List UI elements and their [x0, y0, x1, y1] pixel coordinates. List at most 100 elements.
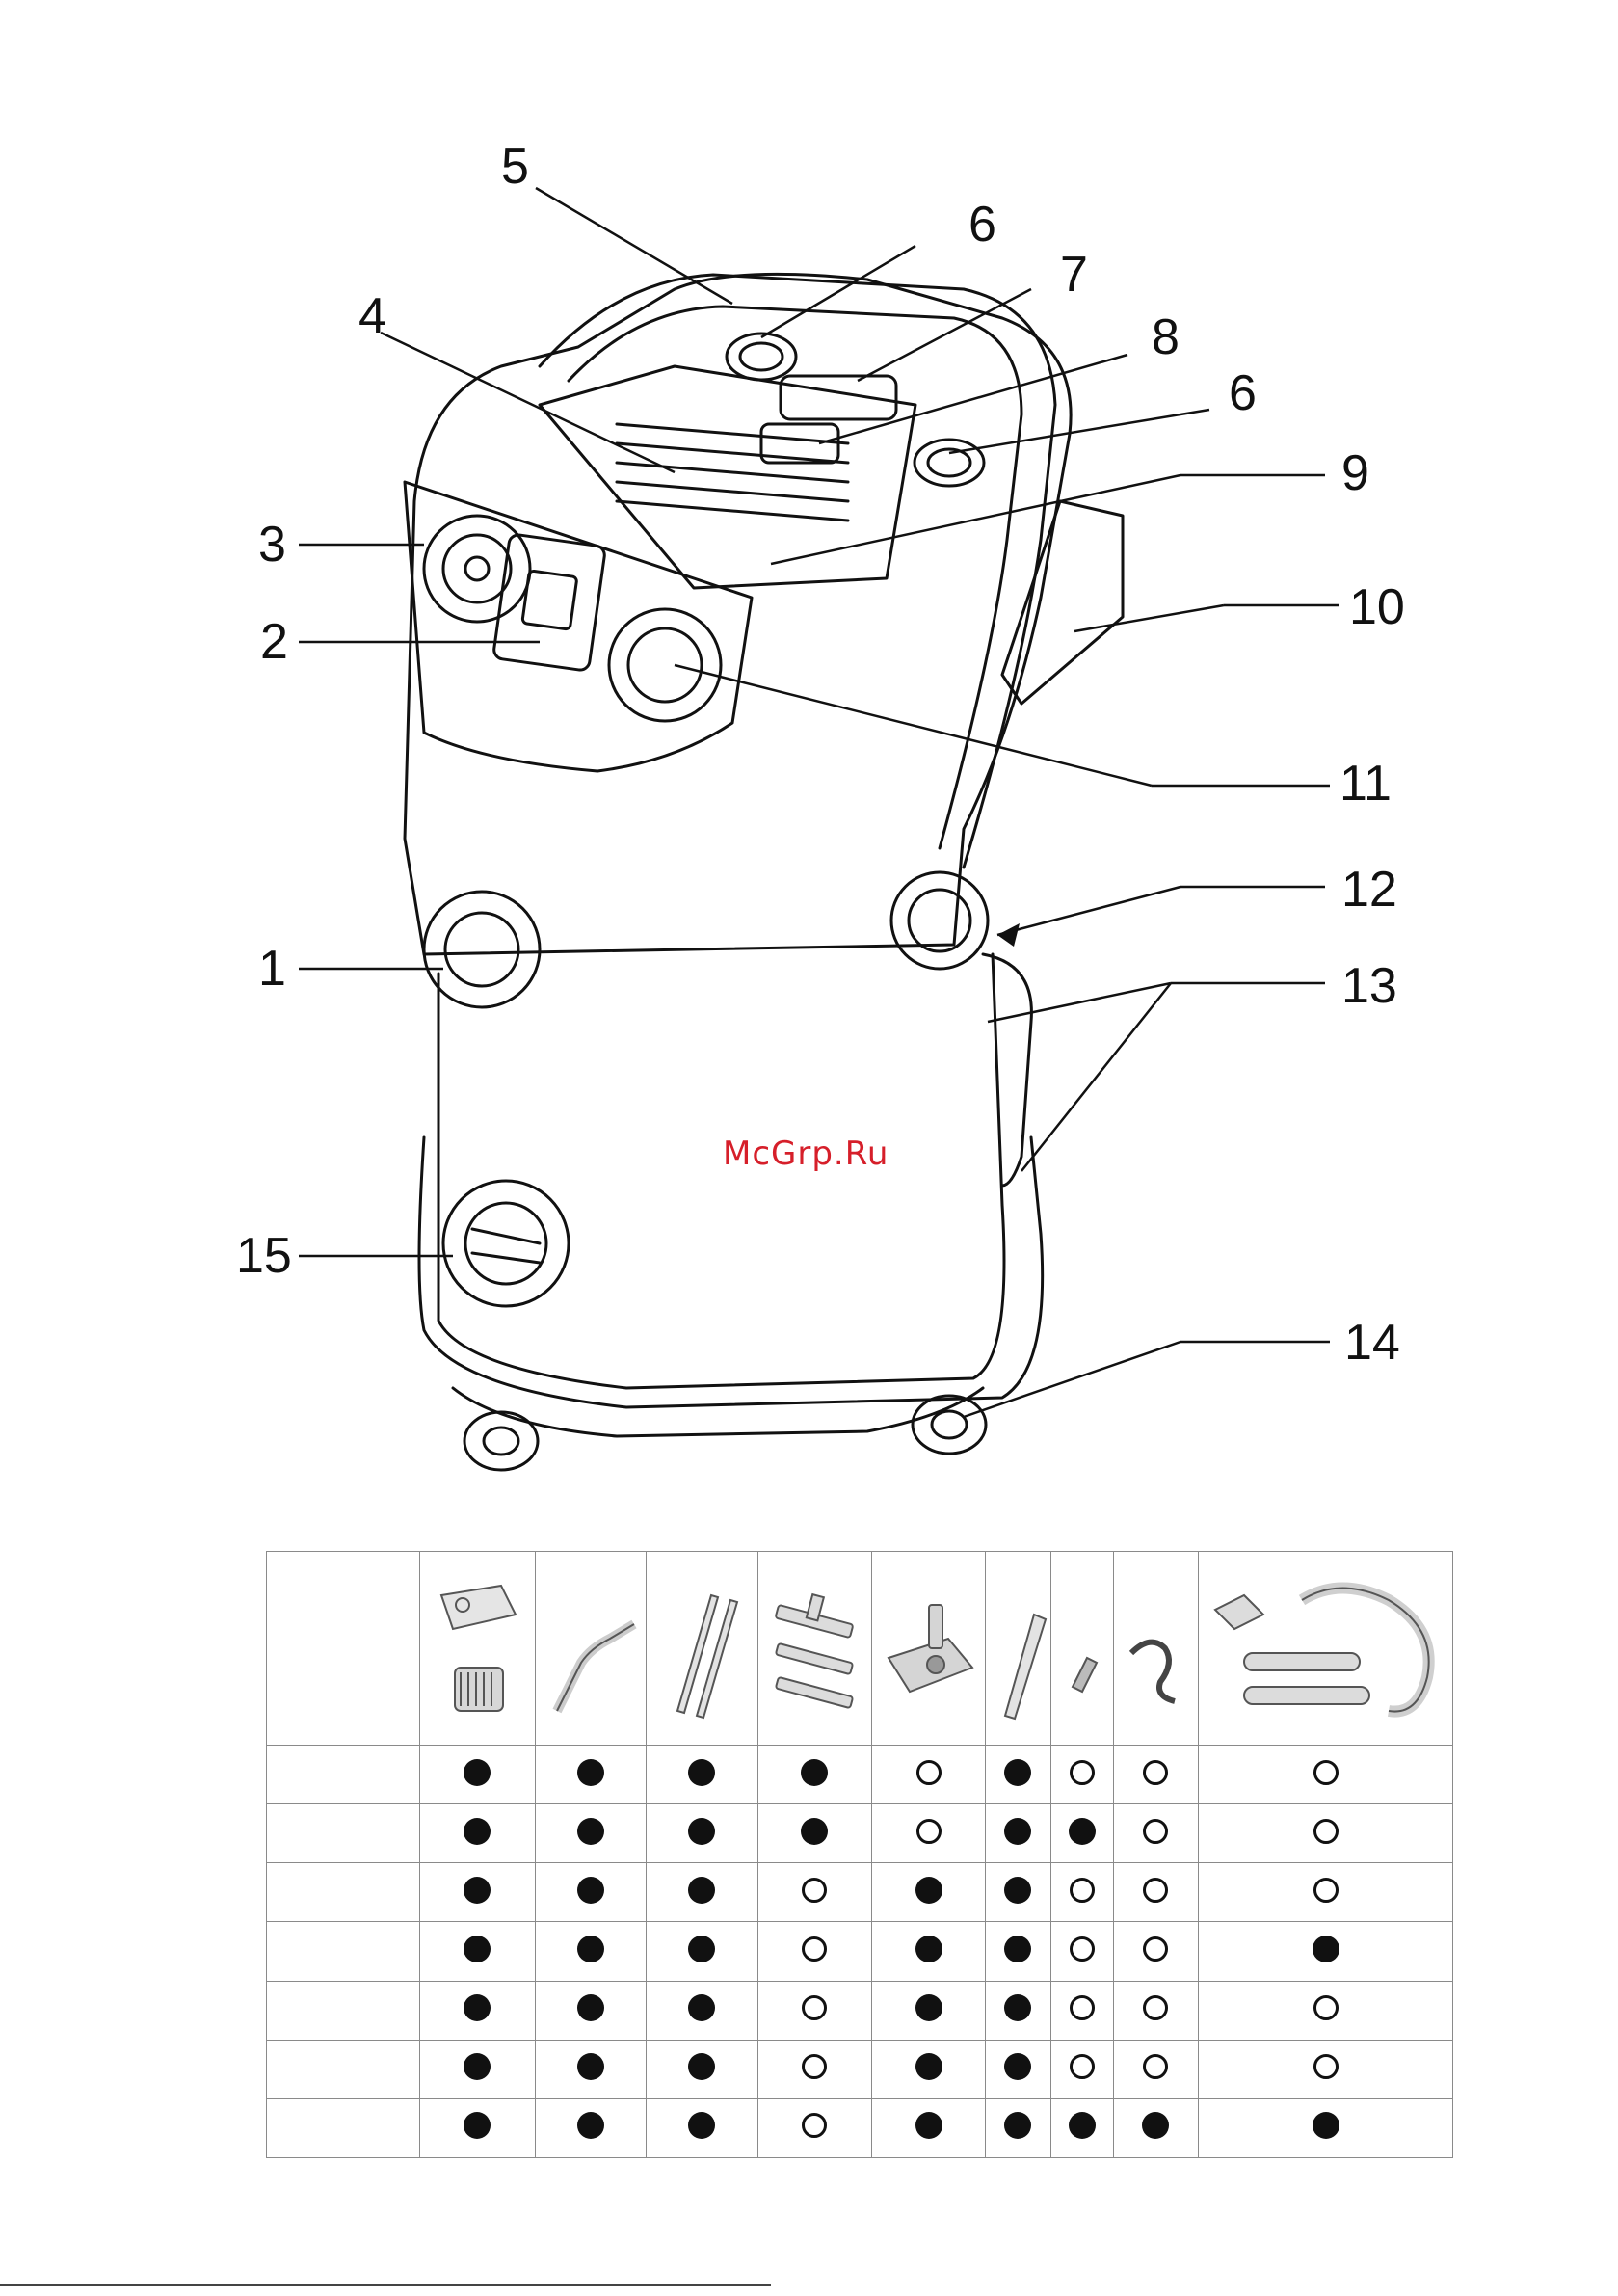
availability-cell [1050, 1804, 1113, 1863]
included-dot-icon [688, 1877, 715, 1904]
accessory-table-body [267, 1746, 1453, 2158]
availability-cell [986, 1863, 1050, 1922]
included-dot-icon [1004, 2112, 1031, 2139]
included-dot-icon [915, 1994, 942, 2021]
availability-cell [757, 2098, 871, 2157]
watermark: McGrp.Ru [723, 1135, 889, 1173]
table-row [267, 1922, 1453, 1981]
included-dot-icon [801, 1818, 828, 1845]
availability-cell [871, 1863, 985, 1922]
availability-cell [1113, 1746, 1198, 1804]
availability-cell [1199, 2040, 1453, 2098]
availability-cell [1199, 2098, 1453, 2157]
included-dot-icon [688, 1818, 715, 1845]
table-row [267, 2098, 1453, 2157]
model-label-cell [267, 1863, 420, 1922]
header-flexible-adapter [1113, 1552, 1198, 1746]
callout-9: 9 [1341, 445, 1369, 501]
availability-cell [647, 2040, 757, 2098]
availability-cell [535, 1981, 646, 2040]
included-dot-icon [577, 1936, 604, 1962]
included-dot-icon [915, 1936, 942, 1962]
hose-and-upholstery-set-icon [1206, 1571, 1446, 1725]
included-dot-icon [577, 1994, 604, 2021]
included-dot-icon [1004, 2053, 1031, 2080]
callout-1: 1 [258, 941, 286, 997]
callout-6-top: 6 [968, 197, 996, 253]
included-dot-icon [688, 1994, 715, 2021]
availability-cell [757, 1981, 871, 2040]
availability-cell [1050, 2098, 1113, 2157]
optional-circle-icon [1313, 1995, 1339, 2020]
availability-cell [419, 1804, 535, 1863]
included-dot-icon [464, 1936, 491, 1962]
electro-nozzle-icon [881, 1576, 977, 1721]
included-dot-icon [464, 1994, 491, 2021]
optional-circle-icon [1070, 1760, 1095, 1785]
leader-lines [299, 188, 1339, 1417]
optional-circle-icon [1143, 1936, 1168, 1962]
availability-cell [647, 1863, 757, 1922]
header-tubes [647, 1552, 757, 1746]
availability-cell [1199, 1746, 1453, 1804]
availability-cell [647, 2098, 757, 2157]
included-dot-icon [1004, 1936, 1031, 1962]
included-dot-icon [464, 1759, 491, 1786]
availability-cell [871, 1804, 985, 1863]
floor-nozzle-set-icon [766, 1576, 862, 1721]
callout-8: 8 [1152, 309, 1180, 365]
header-electro-nozzle [871, 1552, 985, 1746]
callout-12: 12 [1341, 862, 1397, 918]
optional-circle-icon [1313, 1819, 1339, 1844]
flexible-adapter-icon [1122, 1576, 1189, 1721]
optional-circle-icon [1313, 2054, 1339, 2079]
included-dot-icon [464, 1877, 491, 1904]
included-dot-icon [688, 1936, 715, 1962]
included-dot-icon [1004, 1818, 1031, 1845]
included-dot-icon [688, 2112, 715, 2139]
optional-circle-icon [802, 2113, 827, 2138]
availability-cell [535, 2040, 646, 2098]
header-hose-set [1199, 1552, 1453, 1746]
availability-cell [535, 1863, 646, 1922]
optional-circle-icon [1143, 1819, 1168, 1844]
optional-circle-icon [1143, 1995, 1168, 2020]
callout-2: 2 [260, 614, 288, 670]
callout-14: 14 [1344, 1315, 1400, 1371]
optional-circle-icon [1313, 1878, 1339, 1903]
included-dot-icon [915, 2112, 942, 2139]
callout-5: 5 [501, 139, 529, 195]
optional-circle-icon [1143, 2054, 1168, 2079]
callout-11: 11 [1339, 756, 1392, 812]
header-crevice-nozzle [986, 1552, 1050, 1746]
callout-3: 3 [258, 517, 286, 573]
optional-circle-icon [1070, 2054, 1095, 2079]
availability-cell [419, 2098, 535, 2157]
adapter-icon [1058, 1576, 1106, 1721]
callout-10: 10 [1349, 579, 1405, 635]
availability-cell [757, 1922, 871, 1981]
table-row [267, 1804, 1453, 1863]
included-dot-icon [1313, 2112, 1339, 2139]
model-label-cell [267, 1981, 420, 2040]
availability-cell [1113, 1863, 1198, 1922]
table-row [267, 2040, 1453, 2098]
optional-circle-icon [802, 2054, 827, 2079]
included-dot-icon [915, 2053, 942, 2080]
included-dot-icon [1069, 1818, 1096, 1845]
availability-cell [757, 1746, 871, 1804]
availability-cell [986, 2098, 1050, 2157]
availability-cell [986, 1746, 1050, 1804]
model-label-cell [267, 1922, 420, 1981]
callout-15: 15 [236, 1228, 292, 1284]
included-dot-icon [688, 2053, 715, 2080]
availability-cell [986, 1922, 1050, 1981]
optional-circle-icon [1313, 1760, 1339, 1785]
optional-circle-icon [802, 1878, 827, 1903]
availability-cell [1199, 1863, 1453, 1922]
optional-circle-icon [802, 1936, 827, 1962]
optional-circle-icon [1070, 1995, 1095, 2020]
accessory-table-container [266, 1551, 1453, 2158]
optional-circle-icon [916, 1819, 942, 1844]
availability-cell [647, 1981, 757, 2040]
